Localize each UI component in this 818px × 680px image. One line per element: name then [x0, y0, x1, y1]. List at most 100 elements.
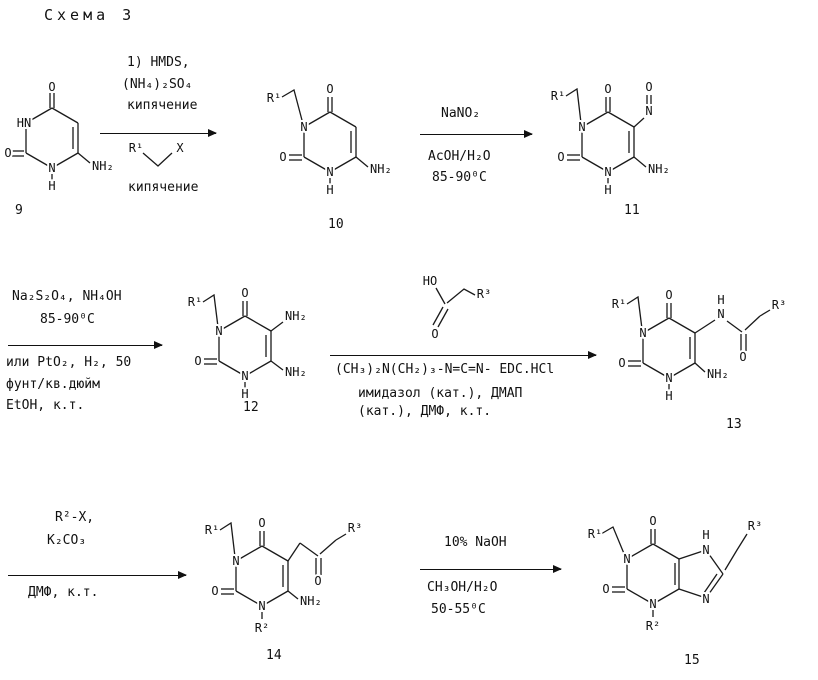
o-left-label: O [4, 146, 11, 160]
h1-label: H [326, 183, 333, 197]
step5-reagent-line2: K₂CO₃ [47, 533, 87, 548]
n3-label: N [578, 120, 585, 134]
ho-label: HO [423, 274, 437, 288]
acid-r3-label: R³ [477, 287, 491, 301]
h1-label: H [604, 183, 611, 197]
step5-reagent-line1: R²-X, [55, 510, 95, 525]
r3-label: R³ [772, 298, 786, 312]
structure-13: R¹ O N O N H NH₂ H N O R³ [610, 286, 788, 405]
structure-10: R¹ O N O N H NH₂ [265, 80, 394, 199]
amide-h-label: H [717, 293, 724, 307]
step2-below-line1: AcOH/H₂O [428, 149, 491, 164]
compound-number-14: 14 [266, 648, 282, 663]
step1-reagent-line3: кипячение [127, 98, 198, 113]
o-top-label: O [48, 80, 55, 94]
nh2-5-label: NH₂ [285, 309, 307, 323]
n1-label: N [258, 599, 265, 613]
o-top-label: O [665, 288, 672, 302]
structure-11: R¹ O N O N H NH₂ N O [549, 78, 672, 199]
step6-below-line2: 50-55⁰C [431, 602, 486, 617]
r1-label: R¹ [129, 141, 143, 155]
h1-label: H [48, 179, 55, 193]
n7-h-label: H [702, 528, 709, 542]
step3-reagent-line2: 85-90⁰C [40, 312, 95, 327]
step1-below-note: кипячение [128, 180, 199, 195]
n1-label: N [665, 371, 672, 385]
step6-below-line1: CH₃OH/H₂O [427, 580, 498, 595]
n1-label: N [604, 165, 611, 179]
compound-number-11: 11 [624, 203, 640, 218]
r3-label: R³ [748, 519, 762, 533]
o-top-label: O [258, 516, 265, 530]
step3-reagent-line1: Na₂S₂O₄, NH₄OH [12, 289, 122, 304]
r3-label: R³ [348, 521, 362, 535]
acid-bonds [432, 287, 476, 328]
r1-label: R¹ [267, 91, 281, 105]
structure-14: R¹ O N O N R² NH₂ O R³ [203, 514, 364, 637]
o-left-label: O [618, 356, 625, 370]
o-top-label: O [241, 286, 248, 300]
amide-o-label: O [739, 350, 746, 364]
step6-reagent-line1: 10% NaOH [444, 535, 507, 550]
nh2-label: NH₂ [370, 162, 392, 176]
reaction-arrow-5 [8, 570, 187, 579]
step3-below-line1: или PtO₂, H₂, 50 [6, 355, 132, 370]
o-left-label: O [602, 582, 609, 596]
structure-9-bonds [12, 93, 91, 181]
scheme-title: Схема 3 [44, 6, 136, 24]
step2-below-line2: 85-90⁰C [432, 170, 487, 185]
compound-number-15: 15 [684, 653, 700, 668]
nh2-label: NH₂ [92, 159, 114, 173]
r1-label: R¹ [612, 297, 626, 311]
structure-10-bonds [281, 89, 369, 185]
structure-13-bonds [626, 295, 771, 391]
compound-number-12: 12 [243, 400, 259, 415]
step4-below-line3: (кат.), ДМФ, к.т. [358, 404, 492, 419]
fragment-bonds [142, 152, 173, 167]
compound-number-13: 13 [726, 417, 742, 432]
step5-below-line1: ДМФ, к.т. [28, 585, 99, 600]
o-left-label: O [279, 150, 286, 164]
nh2-label: NH₂ [707, 367, 729, 381]
n1-label: N [623, 552, 630, 566]
n1-label: N [326, 165, 333, 179]
n1-label: N [48, 161, 55, 175]
n3-label: N [215, 324, 222, 338]
step1-reagent-line2: (NH₄)₂SO₄ [122, 77, 193, 92]
n1-label: N [241, 369, 248, 383]
structure-15: R¹ N O O N R² H N N R³ [586, 512, 764, 635]
n7-label: N [702, 543, 709, 557]
ketone-o-label: O [314, 574, 321, 588]
n3-label: N [649, 597, 656, 611]
nh2-6-label: NH₂ [285, 365, 307, 379]
alkyl-halide-fragment: R¹ X [127, 139, 186, 167]
structure-11-bonds [565, 87, 652, 185]
structure-9: O HN O N H NH₂ [2, 78, 115, 195]
step1-reagent-line1: 1) HMDS, [127, 55, 190, 70]
structure-14-bonds [219, 521, 347, 619]
compound-number-10: 10 [328, 217, 344, 232]
step4-below-line2: имидазол (кат.), ДМАП [358, 386, 523, 401]
nitroso-o-label: O [645, 80, 652, 94]
reaction-arrow-1 [100, 128, 217, 137]
amide-n-label: N [717, 307, 724, 321]
structure-12-bonds [202, 293, 284, 389]
o-top-label: O [649, 514, 656, 528]
nitroso-n-label: N [645, 104, 652, 118]
structure-15-bonds [600, 526, 748, 617]
o-top-label: O [604, 82, 611, 96]
step4-below-line1: (CH₃)₂N(CH₂)₃-N=C=N- EDC.HCl [335, 362, 555, 377]
n3-label: N [639, 326, 646, 340]
nh2-label: NH₂ [300, 594, 322, 608]
hn-label: HN [17, 116, 31, 130]
h1-label: H [665, 389, 672, 403]
reaction-arrow-4 [330, 350, 597, 359]
h1-label: H [241, 387, 248, 401]
reaction-arrow-6 [420, 564, 562, 573]
r1-label: R¹ [588, 527, 602, 541]
step3-below-line3: EtOH, к.т. [6, 398, 85, 413]
n3-label: N [300, 120, 307, 134]
compound-number-9: 9 [15, 203, 23, 218]
r2-label: R² [255, 621, 269, 635]
